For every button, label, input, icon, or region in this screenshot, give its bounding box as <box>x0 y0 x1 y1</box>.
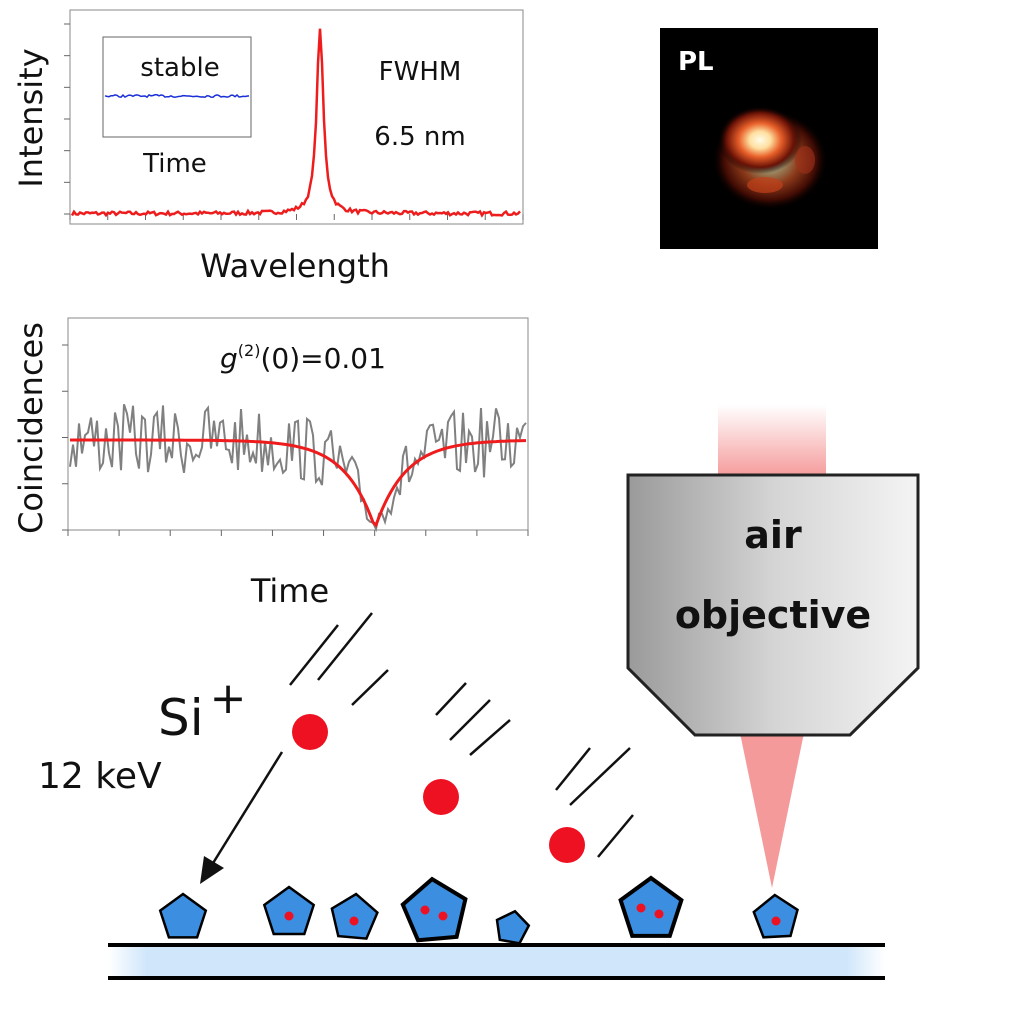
correlation-panel: g(2)(0)=0.01 Coincidences Time <box>12 317 529 610</box>
nanodiamond <box>618 875 684 938</box>
pl-speckle <box>795 146 815 174</box>
color-center <box>636 903 646 913</box>
spectrum-xlabel: Wavelength <box>200 247 390 285</box>
pl-speckle <box>747 177 783 193</box>
correlation-ylabel: Coincidences <box>12 322 50 534</box>
ion-energy-label: 12 keV <box>38 756 162 797</box>
ion-motion-lines <box>289 612 634 858</box>
laser-focus-cone <box>740 733 804 888</box>
air-objective <box>626 473 920 737</box>
inset-xlabel: Time <box>142 149 207 179</box>
arrow-head-icon <box>200 856 224 884</box>
fwhm-label: FWHM <box>379 57 462 87</box>
color-center <box>420 905 430 915</box>
correlation-fit-line <box>70 438 526 528</box>
correlation-ticks <box>62 344 529 536</box>
spectrum-panel: stable Time FWHM 6.5 nm Intensity Wavele… <box>12 9 524 285</box>
color-center <box>654 909 664 919</box>
nanodiamond <box>495 909 531 945</box>
fwhm-value: 6.5 nm <box>374 122 465 152</box>
laser-beam <box>718 405 826 477</box>
inset-stable-trace <box>104 93 250 99</box>
substrate <box>108 947 885 977</box>
ion-label: Si+ <box>158 673 247 747</box>
spectrum-line <box>70 28 521 218</box>
nanodiamonds <box>158 875 799 945</box>
color-center <box>284 911 294 921</box>
color-center <box>349 916 359 926</box>
pl-map: PL <box>660 28 878 249</box>
pl-bright-spot <box>718 106 802 174</box>
objective-label-line1: air <box>744 513 802 557</box>
ion-direction-arrow <box>200 751 284 884</box>
g2-annotation: g(2)(0)=0.01 <box>220 341 386 375</box>
si-ion <box>423 779 459 815</box>
si-ion <box>549 827 585 863</box>
spectrum-ylabel: Intensity <box>12 48 50 187</box>
nanodiamond <box>400 876 468 943</box>
nanodiamond <box>158 892 208 939</box>
objective-label-line2: objective <box>675 593 871 637</box>
correlation-data-line <box>69 403 527 533</box>
inset-title: stable <box>140 53 219 83</box>
color-center <box>771 916 781 926</box>
nanodiamond <box>330 892 379 940</box>
si-ion <box>292 714 328 750</box>
inset-frame <box>102 36 252 138</box>
nanodiamond <box>262 885 316 936</box>
nanodiamond <box>752 893 799 939</box>
correlation-xlabel: Time <box>250 572 329 610</box>
color-center <box>438 911 448 921</box>
pl-label: PL <box>678 47 714 77</box>
spectrum-ticks <box>64 23 524 220</box>
